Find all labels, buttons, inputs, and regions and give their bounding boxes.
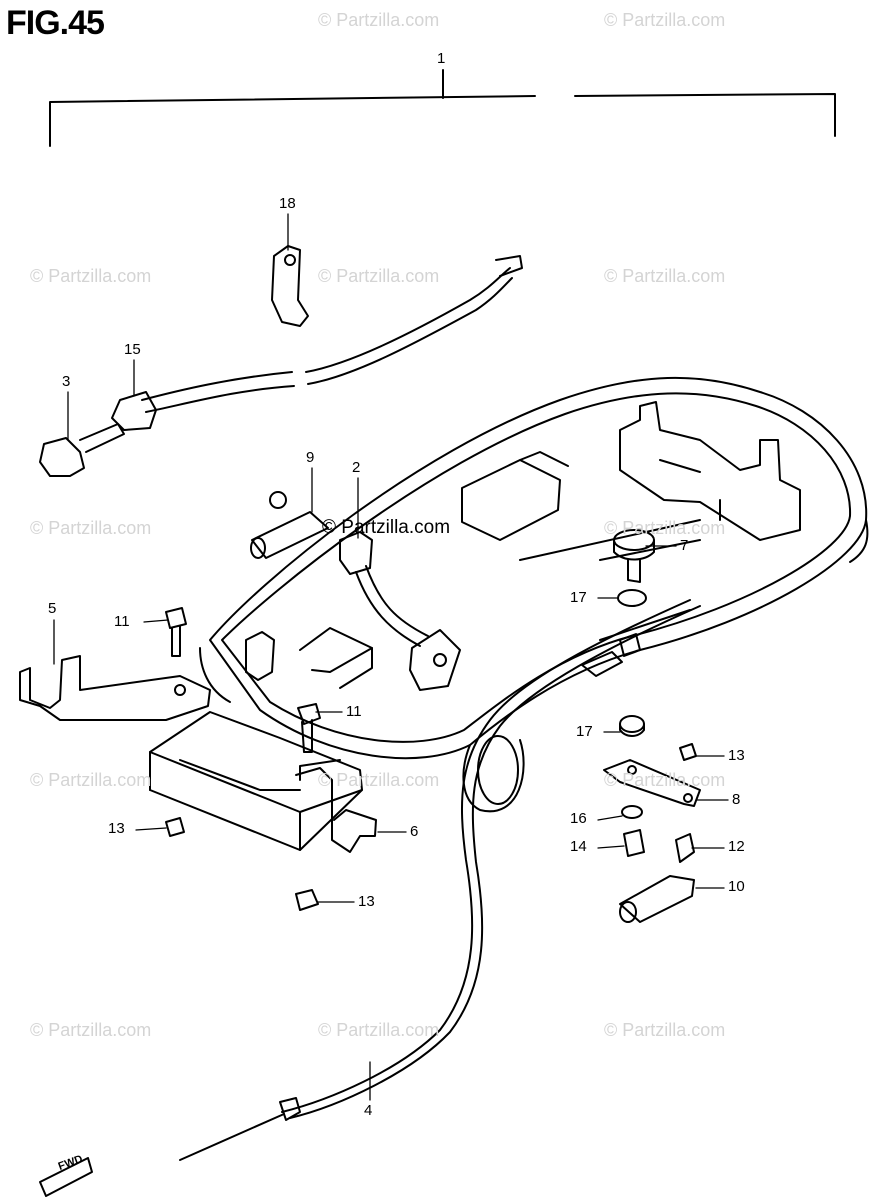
part-18-clip bbox=[271, 245, 309, 327]
bottom-cowl bbox=[199, 376, 869, 813]
watermark: © Partzilla.com bbox=[604, 266, 726, 286]
callout-8: 8 bbox=[732, 791, 741, 808]
watermark: © Partzilla.com bbox=[30, 770, 152, 790]
callout-9: 9 bbox=[306, 449, 315, 466]
callout-17: 17 bbox=[570, 589, 587, 606]
callout-11: 11 bbox=[114, 613, 130, 630]
watermark: © Partzilla.com bbox=[318, 10, 440, 30]
part-9-roller bbox=[250, 491, 329, 559]
callout-10: 10 bbox=[728, 878, 745, 895]
callout-12: 12 bbox=[728, 838, 745, 855]
part-7-grommet bbox=[613, 529, 655, 607]
assembly-bracket bbox=[49, 69, 836, 147]
callout-16: 16 bbox=[570, 810, 587, 827]
figure-title: FIG.45 bbox=[6, 4, 105, 42]
right-small-parts bbox=[165, 715, 701, 923]
fwd-arrow bbox=[39, 1157, 93, 1197]
callout-2: 2 bbox=[352, 459, 361, 476]
watermark: © Partzilla.com bbox=[30, 1020, 152, 1040]
part-5-bracket bbox=[19, 655, 211, 721]
callout-1: 1 bbox=[437, 50, 446, 67]
part-4-cable bbox=[179, 599, 701, 1161]
watermark: © Partzilla.com bbox=[30, 266, 152, 286]
callout-7: 7 bbox=[680, 537, 689, 554]
callout-13: 13 bbox=[728, 747, 745, 764]
part-6-bracket bbox=[295, 759, 377, 853]
callout-14: 14 bbox=[570, 838, 587, 855]
leader-lines bbox=[53, 213, 729, 1101]
part-11-bolts bbox=[165, 607, 321, 753]
callout-17: 17 bbox=[576, 723, 593, 740]
watermark: © Partzilla.com bbox=[604, 770, 726, 790]
callout-11: 11 bbox=[346, 703, 362, 720]
callout-13: 13 bbox=[108, 820, 125, 837]
callout-18: 18 bbox=[279, 195, 296, 212]
watermark: © Partzilla.com bbox=[318, 266, 440, 286]
callout-6: 6 bbox=[410, 823, 419, 840]
part-3-switch-cable bbox=[39, 255, 523, 477]
callout-15: 15 bbox=[124, 341, 141, 358]
watermark: © Partzilla.com bbox=[604, 518, 726, 538]
watermark-center: © Partzilla.com bbox=[322, 517, 451, 538]
callout-13: 13 bbox=[358, 893, 375, 910]
watermark: © Partzilla.com bbox=[30, 518, 152, 538]
watermark: © Partzilla.com bbox=[318, 1020, 440, 1040]
watermark: © Partzilla.com bbox=[318, 770, 440, 790]
callout-3: 3 bbox=[62, 373, 71, 390]
watermark: © Partzilla.com bbox=[604, 10, 726, 30]
watermark: © Partzilla.com bbox=[604, 1020, 726, 1040]
callout-5: 5 bbox=[48, 600, 57, 617]
callout-4: 4 bbox=[364, 1102, 373, 1119]
part-2-bracket bbox=[339, 531, 461, 691]
